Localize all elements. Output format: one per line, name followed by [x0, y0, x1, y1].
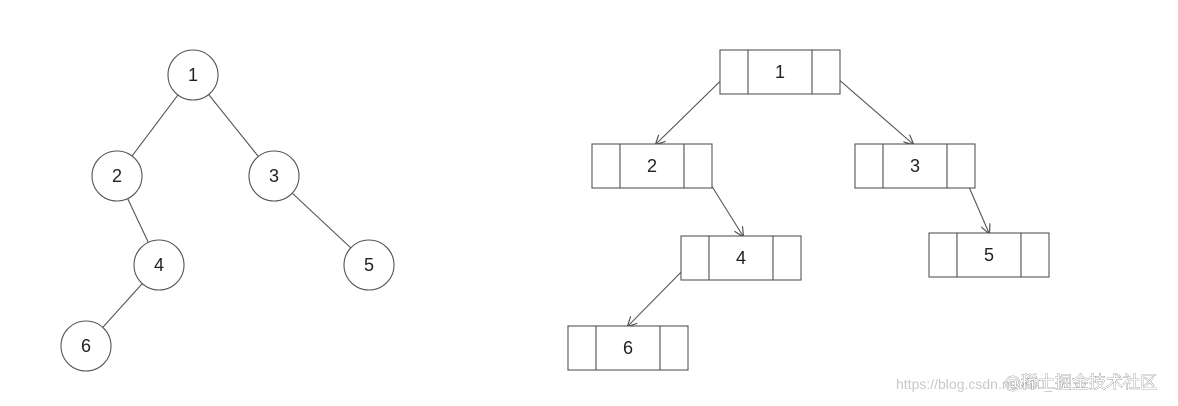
tree-node-circle	[133, 239, 185, 291]
watermark: https://blog.csdn.net/m0_ @稀土掘金技术社区	[896, 373, 1157, 394]
tree-edge-4-6	[102, 283, 143, 328]
left-pointer-cell	[928, 232, 958, 278]
tree-node-circle	[91, 150, 143, 202]
tree-node-label: 5	[364, 255, 374, 275]
linked-node-1: 1	[719, 49, 841, 95]
left-pointer-cell	[680, 235, 710, 281]
tree-node-circle	[60, 320, 112, 372]
linked-node-3: 3	[854, 143, 976, 189]
left-pointer-cell	[719, 49, 749, 95]
linked-node-label: 5	[984, 245, 994, 265]
tree-node-4: 4	[133, 239, 185, 291]
tree-node-label: 4	[154, 255, 164, 275]
right-pointer-cell	[659, 325, 689, 371]
watermark-brand: @稀土掘金技术社区	[1004, 373, 1157, 393]
tree-node-circle	[248, 150, 300, 202]
tree-node-label: 1	[188, 65, 198, 85]
tree-node-label: 3	[269, 166, 279, 186]
tree-edge-2-4	[127, 198, 149, 243]
tree-node-label: 6	[81, 336, 91, 356]
tree-node-2: 2	[91, 150, 143, 202]
watermark-url: https://blog.csdn.net/m0_	[896, 376, 1053, 392]
right-pointer-cell	[683, 143, 713, 189]
value-cell	[882, 143, 948, 189]
linked-node-6: 6	[567, 325, 689, 371]
tree-node-6: 6	[60, 320, 112, 372]
linked-node-label: 4	[736, 248, 746, 268]
value-cell	[956, 232, 1022, 278]
linked-node-2: 2	[591, 143, 713, 189]
tree-node-3: 3	[248, 150, 300, 202]
left-pointer-cell	[567, 325, 597, 371]
right-pointer-cell	[946, 143, 976, 189]
right-pointer-cell	[1020, 232, 1050, 278]
tree-node-circle	[167, 49, 219, 101]
tree-node-1: 1	[167, 49, 219, 101]
value-cell	[595, 325, 661, 371]
linked-node-label: 2	[647, 156, 657, 176]
tree-node-label: 2	[112, 166, 122, 186]
linked-node-label: 1	[775, 62, 785, 82]
tree-diagram: 1 2 3 4 5 6	[60, 49, 395, 372]
value-cell	[747, 49, 813, 95]
right-pointer-cell	[811, 49, 841, 95]
value-cell	[619, 143, 685, 189]
linked-node-label: 3	[910, 156, 920, 176]
tree-edge-1-2	[131, 94, 179, 157]
left-pointer-cell	[854, 143, 884, 189]
linked-node-5: 5	[928, 232, 1050, 278]
right-pointer-cell	[772, 235, 802, 281]
tree-edge-3-5	[291, 192, 352, 249]
left-pointer-cell	[591, 143, 621, 189]
value-cell	[708, 235, 774, 281]
linked-node-4: 4	[680, 235, 802, 281]
linked-structure-diagram: 1 2 3 4 5 6	[567, 49, 1050, 371]
tree-node-circle	[343, 239, 395, 291]
tree-node-5: 5	[343, 239, 395, 291]
tree-edge-1-3	[208, 94, 259, 157]
linked-node-label: 6	[623, 338, 633, 358]
